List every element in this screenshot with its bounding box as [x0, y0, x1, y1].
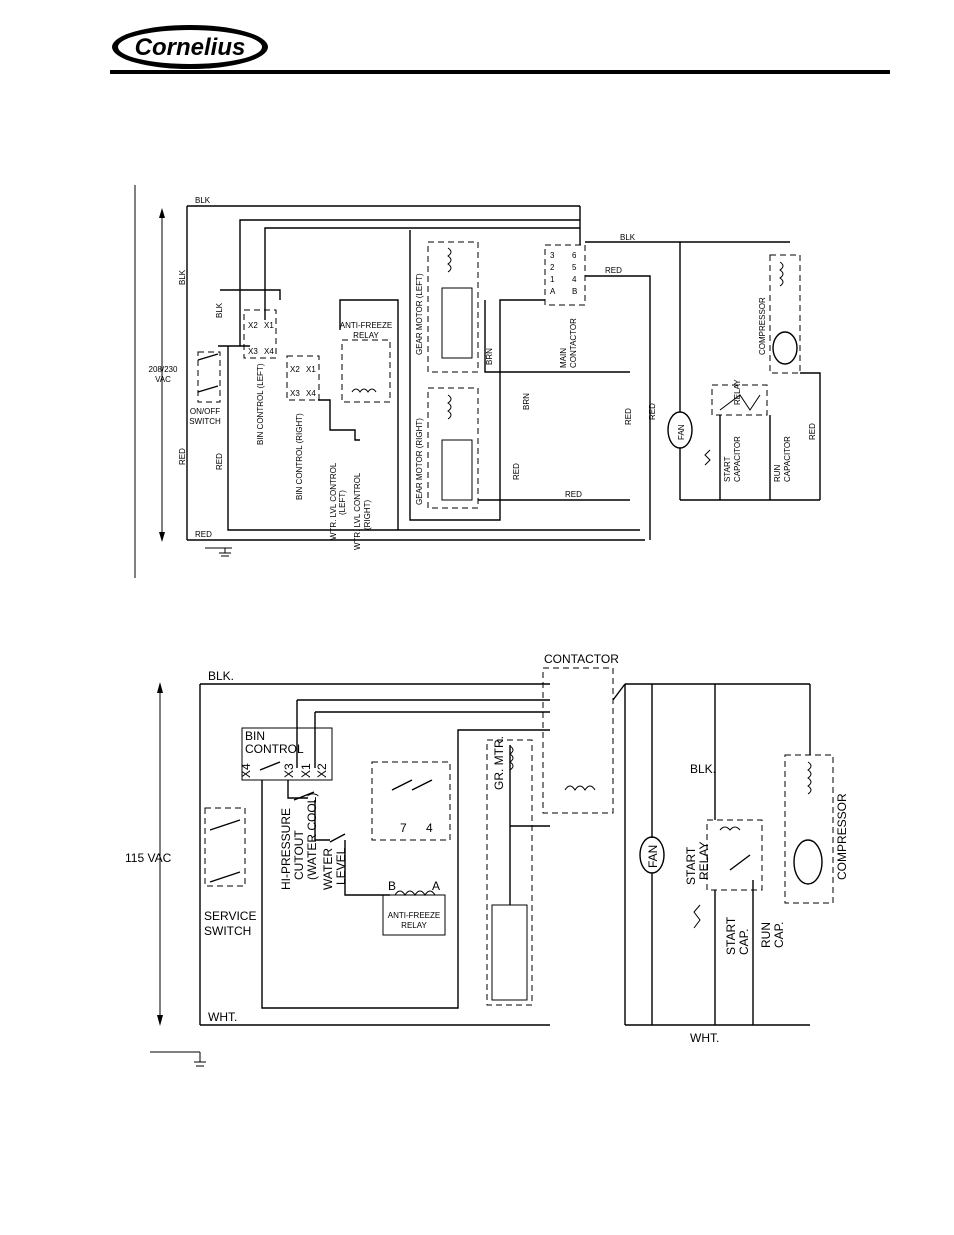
start-capacitor-2: CAPACITOR	[733, 436, 742, 482]
svg-text:B: B	[572, 287, 577, 296]
wire-red-bottom: RED	[195, 530, 212, 539]
svg-text:4: 4	[572, 275, 577, 284]
fan-label-2: FAN	[646, 845, 660, 868]
wtr-lvl-left-1: WTR. LVL CONTROL	[329, 462, 338, 540]
bin-control-right-label: BIN CONTROL (RIGHT)	[295, 413, 304, 500]
svg-text:3: 3	[550, 251, 555, 260]
relay-term-a: A	[432, 879, 440, 893]
wtr-lvl-right-1: WTR. LVL CONTROL	[353, 472, 362, 550]
hi-pressure-2: CUTOUT	[292, 830, 306, 880]
water-level-1: WATER	[321, 848, 335, 890]
bin-right-x4: X4	[306, 389, 316, 398]
voltage-115-label: 115 VAC	[125, 851, 172, 865]
blk-right: BLK.	[690, 762, 716, 776]
wire-blk-top-2: BLK.	[208, 669, 234, 683]
bin-control-1: BIN	[245, 729, 265, 743]
wire-brn-2: BRN	[522, 393, 531, 410]
wire-blk-top: BLK	[195, 196, 211, 205]
relay-term-4: 4	[426, 821, 433, 835]
afr2-label-2: RELAY	[401, 921, 427, 930]
on-off-label-2: SWITCH	[189, 417, 221, 426]
page-header: Cornelius	[0, 0, 954, 80]
svg-text:2: 2	[550, 263, 555, 272]
afr2-label-1: ANTI-FREEZE	[388, 911, 440, 920]
voltage-unit: VAC	[155, 375, 171, 384]
logo-text: Cornelius	[135, 34, 246, 61]
compressor-label: COMPRESSOR	[758, 297, 767, 355]
main-contactor-1: MAIN	[559, 348, 568, 368]
svg-text:1: 1	[550, 275, 555, 284]
wtr-lvl-right-2: (RIGHT)	[363, 499, 372, 530]
run-capacitor-1: RUN	[773, 464, 782, 482]
wire-red-right: RED	[624, 408, 633, 425]
svg-text:5: 5	[572, 263, 577, 272]
header-rule	[110, 70, 890, 74]
wtr-lvl-left-2: (LEFT)	[338, 490, 347, 515]
main-contactor-2: CONTACTOR	[569, 318, 578, 368]
relay-term-7: 7	[400, 821, 407, 835]
start-relay-2: RELAY	[697, 842, 711, 880]
on-off-label-1: ON/OFF	[190, 407, 220, 416]
term-x2: X2	[315, 763, 329, 778]
bin-left-x4: X4	[264, 347, 274, 356]
hi-pressure-3: (WATER COOL)	[305, 793, 319, 880]
bin-control-2: CONTROL	[245, 742, 304, 756]
gr-mtr-label: GR. MTR.	[492, 736, 506, 790]
term-x4: X4	[239, 763, 253, 778]
start-relay-1: START	[684, 846, 698, 885]
term-x1: X1	[299, 763, 313, 778]
relay-label: RELAY	[733, 379, 742, 405]
bin-right-x1: X1	[306, 365, 316, 374]
service-switch-1: SERVICE	[204, 909, 256, 923]
hi-pressure-1: HI-PRESSURE	[279, 808, 293, 890]
svg-text:A: A	[550, 287, 556, 296]
water-level-2: LEVEL	[334, 847, 348, 885]
voltage-label: 208/230	[149, 365, 178, 374]
wire-red-comp: RED	[808, 423, 817, 440]
start-capacitor-1: START	[723, 456, 732, 482]
term-x3: X3	[282, 763, 296, 778]
wire-red-right2: RED	[648, 403, 657, 420]
bin-right-x2: X2	[290, 365, 300, 374]
bin-left-x3: X3	[248, 347, 258, 356]
bin-control-left-label: BIN CONTROL (LEFT)	[256, 363, 265, 445]
wire-red-mid: RED	[215, 453, 224, 470]
wire-blk-left: BLK	[178, 269, 187, 285]
start-cap-2: CAP.	[737, 929, 751, 955]
wire-red-contactor: RED	[605, 266, 622, 275]
relay-term-b: B	[388, 879, 396, 893]
wire-blk-relay: BLK	[215, 302, 224, 318]
cornelius-logo: Cornelius	[112, 25, 268, 69]
afr-label-1: ANTI-FREEZE	[340, 321, 392, 330]
gear-motor-right-label: GEAR MOTOR (RIGHT)	[415, 418, 424, 505]
contactor-label: CONTACTOR	[544, 652, 619, 666]
run-cap-1: RUN	[759, 922, 773, 948]
compressor-label-2: COMPRESSOR	[835, 793, 849, 880]
run-cap-2: CAP.	[772, 922, 786, 948]
wire-brn-1: BRN	[485, 348, 494, 365]
gear-motor-left-label: GEAR MOTOR (LEFT)	[415, 273, 424, 355]
wire-blk-contactor: BLK	[620, 233, 636, 242]
bin-left-x1: X1	[264, 321, 274, 330]
svg-text:6: 6	[572, 251, 577, 260]
run-capacitor-2: CAPACITOR	[783, 436, 792, 482]
afr-label-2: RELAY	[353, 331, 379, 340]
service-switch-2: SWITCH	[204, 924, 251, 938]
wht-right: WHT.	[690, 1031, 719, 1045]
wire-wht-bottom-2: WHT.	[208, 1010, 237, 1024]
wire-red-left: RED	[178, 448, 187, 465]
wire-red-gear: RED	[512, 463, 521, 480]
start-cap-1: START	[724, 916, 738, 955]
bin-right-x3: X3	[290, 389, 300, 398]
bin-left-x2: X2	[248, 321, 258, 330]
wire-red-gear-bottom: RED	[565, 490, 582, 499]
fan-label: FAN	[677, 424, 686, 440]
